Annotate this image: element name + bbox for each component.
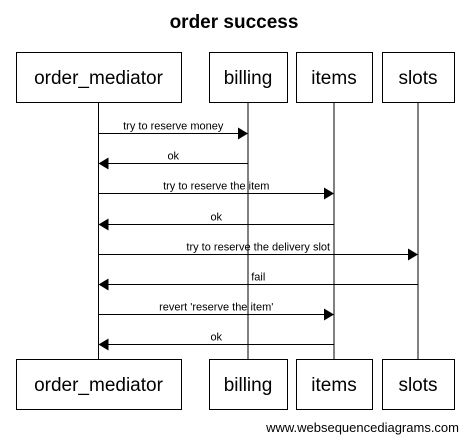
message-6: fail xyxy=(98,272,418,291)
participant-slots-bottom: slots xyxy=(382,359,455,410)
participant-label: items xyxy=(311,375,356,396)
participant-label: order_mediator xyxy=(34,375,164,396)
participant-order_mediator-bottom: order_mediator xyxy=(16,359,182,410)
arrowhead xyxy=(98,157,109,170)
participant-label: slots xyxy=(398,68,437,89)
arrowhead xyxy=(98,278,109,291)
participant-items-top: items xyxy=(296,52,373,103)
participant-box xyxy=(296,52,373,103)
participant-label: items xyxy=(311,68,356,89)
participant-label: slots xyxy=(398,375,437,396)
message-3: try to reserve the item xyxy=(98,181,334,200)
message-label: try to reserve the item xyxy=(163,181,269,193)
messages: try to reserve money ok try to reserve the… xyxy=(98,121,418,351)
participant-billing-top: billing xyxy=(209,52,288,103)
message-7: revert 'reserve the item' xyxy=(98,302,334,321)
participant-box xyxy=(209,359,288,410)
message-2: ok xyxy=(98,151,248,170)
arrowhead xyxy=(98,338,109,351)
message-label: revert 'reserve the item' xyxy=(159,302,273,314)
arrowhead xyxy=(408,248,418,261)
message-4: ok xyxy=(98,212,334,231)
message-1: try to reserve money xyxy=(98,121,248,140)
participants-top: order_mediator billing items slots xyxy=(16,52,455,103)
participant-box xyxy=(16,52,182,103)
message-label: ok xyxy=(167,151,179,163)
message-label: fail xyxy=(251,272,265,284)
diagram-title: order success xyxy=(170,12,299,33)
participant-box xyxy=(16,359,182,410)
participant-billing-bottom: billing xyxy=(209,359,288,410)
participant-label: order_mediator xyxy=(34,68,164,89)
message-label: try to reserve the delivery slot xyxy=(186,242,330,254)
participant-order_mediator-top: order_mediator xyxy=(16,52,182,103)
message-5: try to reserve the delivery slot xyxy=(98,242,418,261)
message-label: ok xyxy=(210,332,222,344)
participant-box xyxy=(382,359,455,410)
message-label: ok xyxy=(210,212,222,224)
arrowhead xyxy=(238,127,248,140)
arrowhead xyxy=(324,308,334,321)
footer-watermark: www.websequencediagrams.com xyxy=(265,420,459,435)
message-label: try to reserve money xyxy=(123,121,224,133)
message-8: ok xyxy=(98,332,334,351)
participant-items-bottom: items xyxy=(296,359,373,410)
lifelines xyxy=(98,102,419,359)
participant-box xyxy=(209,52,288,103)
arrowhead xyxy=(98,218,109,231)
participants-bottom: order_mediator billing items slots xyxy=(16,359,455,410)
arrowhead xyxy=(324,187,334,200)
participant-slots-top: slots xyxy=(382,52,455,103)
participant-box xyxy=(382,52,455,103)
participant-box xyxy=(296,359,373,410)
participant-label: billing xyxy=(224,68,273,89)
participant-label: billing xyxy=(224,375,273,396)
